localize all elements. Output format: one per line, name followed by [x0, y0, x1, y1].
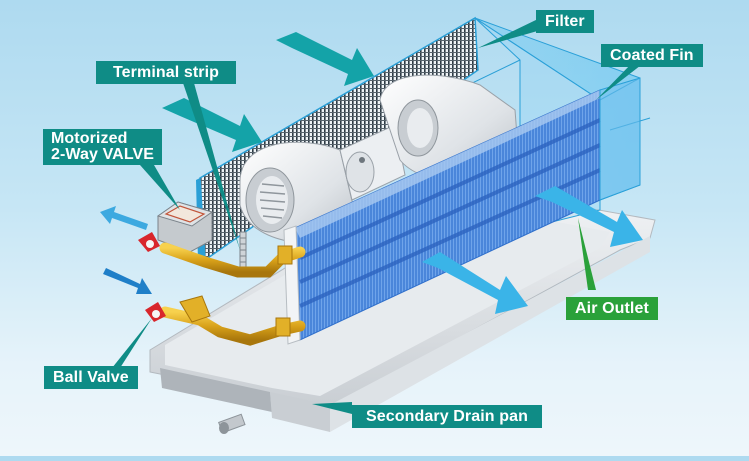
leader-ball-valve: [112, 318, 152, 368]
leader-coated-fin: [596, 62, 645, 100]
coated-fin-coil: [283, 77, 641, 345]
label-ball-valve-text: Ball Valve: [53, 369, 129, 386]
terminal-strip: [239, 231, 247, 269]
outlet-airflow-arrows: [422, 186, 643, 314]
label-filter-text: Filter: [545, 13, 585, 30]
supply-water-arrow: [103, 268, 152, 294]
ball-valve-upper: [138, 232, 160, 252]
return-water-arrow: [100, 206, 148, 230]
label-motorized-line2: 2-Way VALVE: [51, 146, 155, 163]
inlet-airflow-arrows: [162, 32, 374, 152]
leader-motorized-valve: [140, 165, 180, 210]
drain-outlet-pipe: [218, 413, 246, 434]
water-flow-arrows: [100, 206, 152, 294]
inlet-arrow-lower: [162, 98, 262, 152]
leader-terminal-strip: [183, 83, 240, 250]
outlet-arrow-1: [422, 252, 528, 314]
supply-return-pipes: [159, 242, 306, 346]
motorized-2-way-valve: [156, 201, 214, 253]
label-filter: Filter: [536, 10, 594, 33]
leader-filter: [478, 18, 548, 48]
label-air-outlet-text: Air Outlet: [575, 300, 649, 317]
leader-air-outlet: [578, 218, 596, 290]
label-coated-fin: Coated Fin: [601, 44, 703, 67]
label-air-outlet: Air Outlet: [566, 297, 658, 320]
label-terminal-strip-text: Terminal strip: [113, 64, 220, 81]
label-motorized-line1: Motorized: [51, 130, 128, 147]
label-coated-fin-text: Coated Fin: [610, 47, 694, 64]
outlet-arrow-2: [535, 186, 643, 247]
ball-valve-lower: [145, 302, 166, 322]
strainer: [179, 295, 211, 323]
ball-valves: [138, 232, 166, 322]
inlet-arrow-upper: [276, 32, 374, 86]
label-terminal-strip: Terminal strip: [96, 61, 237, 84]
label-secondary-drain-pan-text: Secondary Drain pan: [366, 408, 528, 425]
label-leader-lines: [112, 18, 645, 414]
label-motorized-2-way-valve: Motorized 2-Way VALVE: [43, 129, 163, 165]
label-secondary-drain-pan: Secondary Drain pan: [352, 405, 542, 428]
label-ball-valve: Ball Valve: [44, 366, 138, 389]
motor: [339, 124, 406, 201]
leader-drain-pan: [312, 402, 352, 414]
